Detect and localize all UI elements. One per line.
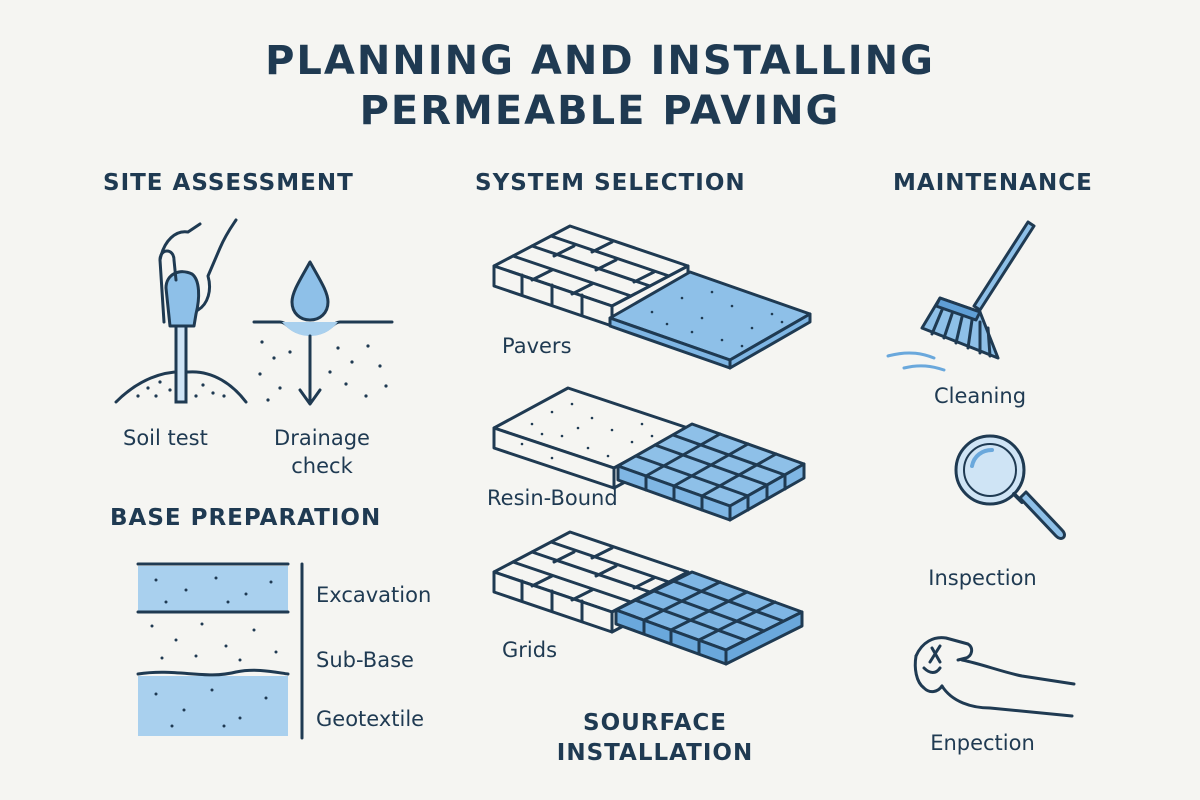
surface-installation-heading-line-1: SOURFACE: [583, 710, 727, 736]
layer-geotextile-label: Geotextile: [316, 707, 425, 731]
enpection-label: Enpection: [930, 731, 1035, 755]
drainage-check-label-line-2: check: [291, 454, 353, 478]
pavers-illustration: [492, 224, 812, 370]
title-line-2: PERMEABLE PAVING: [359, 88, 841, 134]
resin-bound-illustration: [492, 386, 806, 522]
broom-icon: [886, 220, 1036, 372]
grids-illustration: [492, 530, 804, 666]
magnifying-glass-icon: [954, 434, 1066, 540]
base-layers-diagram: [136, 562, 304, 740]
inspection-label: Inspection: [928, 566, 1037, 590]
maintenance-heading: MAINTENANCE: [893, 170, 1093, 196]
pavers-label: Pavers: [502, 334, 572, 358]
system-selection-heading: SYSTEM SELECTION: [475, 170, 746, 196]
layer-sub-base-label: Sub-Base: [316, 648, 414, 672]
grids-label: Grids: [502, 638, 558, 662]
page-title: PLANNING AND INSTALLING PERMEABLE PAVING: [0, 36, 1200, 136]
title-line-1: PLANNING AND INSTALLING: [265, 38, 935, 84]
site-assessment-heading: SITE ASSESSMENT: [103, 170, 354, 196]
soil-test-label: Soil test: [123, 426, 208, 450]
drainage-check-icon: [252, 260, 394, 406]
drainage-check-label-line-1: Drainage: [274, 426, 370, 450]
resin-bound-label: Resin-Bound: [487, 486, 618, 510]
surface-installation-heading-line-2: INSTALLATION: [556, 740, 754, 766]
hand-icon: [913, 636, 1076, 718]
base-preparation-heading: BASE PREPARATION: [110, 505, 382, 531]
layer-excavation-label: Excavation: [316, 583, 432, 607]
cleaning-label: Cleaning: [933, 384, 1027, 408]
soil-test-icon: [114, 218, 248, 404]
